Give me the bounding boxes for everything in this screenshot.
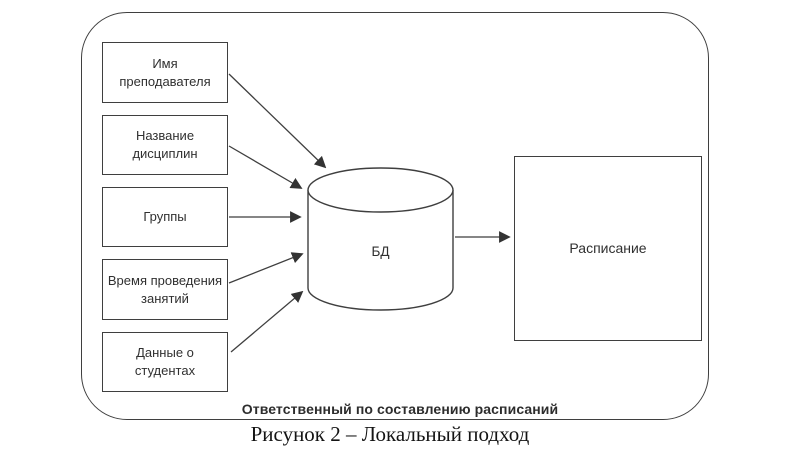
database-cylinder-top [307,167,454,213]
source-box-teacher-name-label: Имя преподавателя [119,55,211,89]
source-box-class-times: Время проведения занятий [102,259,228,320]
source-box-discipline-names: Название дисциплин [102,115,228,175]
arrow-student-data-to-db [230,290,304,353]
arrow-discipline-names-to-db [228,145,303,189]
arrow-teacher-name-to-db [228,73,327,169]
source-box-class-times-label: Время проведения занятий [107,272,223,306]
database-cylinder [307,167,454,311]
arrow-class-times-to-db [228,252,304,284]
source-box-discipline-names-label: Название дисциплин [132,128,198,161]
output-box-schedule-label: Расписание [569,240,647,257]
figure-caption: Рисунок 2 – Локальный подход [250,422,530,446]
database-label: БД [371,244,390,259]
database-cylinder-body [307,190,454,311]
source-box-student-data-label: Данные о студентах [134,345,196,378]
source-box-teacher-name: Имя преподавателя [102,42,228,103]
source-box-groups: Группы [102,187,228,247]
source-box-student-data: Данные о студентах [102,332,228,392]
source-box-groups-label: Группы [143,209,187,225]
output-box-schedule: Расписание [514,156,702,341]
boundary-role-label: Ответственный по составлению расписаний [241,401,559,417]
